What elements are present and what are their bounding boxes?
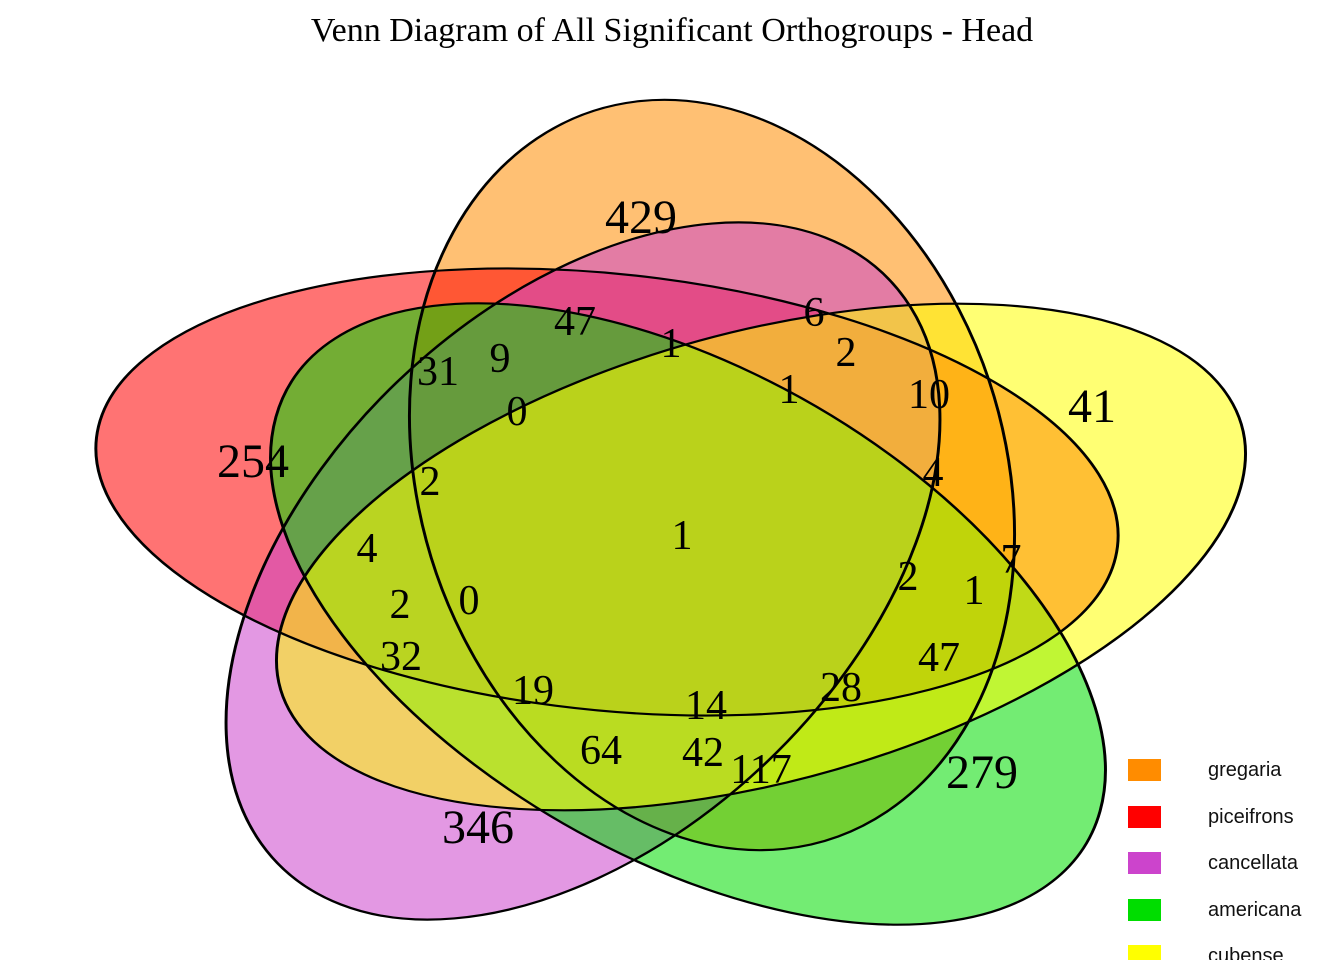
region-count: 10: [908, 372, 950, 418]
chart-title: Venn Diagram of All Significant Orthogro…: [310, 12, 1034, 49]
region-count-all-five: 1: [671, 513, 693, 559]
legend-swatch-gregaria: [1128, 759, 1161, 781]
outline-americana: [269, 302, 1107, 926]
legend-label-piceifrons: piceifrons: [1208, 806, 1294, 828]
region-count: 2: [419, 459, 441, 505]
region-count: 2: [389, 582, 411, 628]
legend-label-gregaria: gregaria: [1208, 759, 1282, 781]
venn-outlines: [94, 98, 1247, 926]
region-count: 42: [682, 730, 724, 776]
region-count: 1: [963, 568, 985, 614]
region-count: 47: [918, 635, 960, 681]
legend-swatch-americana: [1128, 899, 1161, 921]
outline-cubense: [275, 302, 1247, 812]
region-count-piceifrons-only: 254: [217, 435, 289, 488]
region-count: 14: [685, 683, 727, 729]
outline-gregaria: [407, 98, 1017, 852]
region-count: 9: [489, 336, 511, 382]
legend-label-americana: americana: [1208, 899, 1302, 921]
region-count: 4: [922, 450, 944, 496]
region-count: 2: [897, 554, 919, 600]
region-count: 0: [506, 389, 528, 435]
region-count: 1: [660, 321, 682, 367]
region-count: 64: [580, 728, 622, 774]
region-count: 2: [835, 330, 857, 376]
outline-cancellata: [224, 221, 942, 921]
legend-swatch-cancellata: [1128, 852, 1161, 874]
region-count-cancellata-only: 346: [442, 801, 514, 854]
region-count: 19: [512, 668, 554, 714]
region-count-gregaria-only: 429: [605, 191, 677, 244]
outline-piceifrons: [94, 267, 1120, 717]
legend-label-cubense: cubense: [1208, 945, 1284, 960]
region-count: 4: [356, 526, 378, 572]
region-count-americana-only: 279: [946, 746, 1018, 799]
region-count: 1: [778, 367, 800, 413]
region-count-cubense-only: 41: [1068, 380, 1116, 433]
legend-item-americana: americana: [1128, 899, 1301, 921]
legend-item-gregaria: gregaria: [1128, 759, 1281, 781]
region-count: 32: [380, 634, 422, 680]
region-count: 28: [820, 665, 862, 711]
region-count: 6: [803, 290, 825, 336]
region-count: 117: [730, 747, 792, 793]
region-count: 7: [1000, 537, 1022, 583]
region-count: 47: [554, 299, 596, 345]
legend-label-cancellata: cancellata: [1208, 852, 1299, 874]
legend-item-cubense: cubense: [1128, 945, 1284, 960]
region-count: 0: [458, 578, 480, 624]
venn-fills: [95, 99, 1246, 925]
legend-swatch-cubense: [1128, 945, 1161, 960]
legend-item-cancellata: cancellata: [1128, 852, 1298, 874]
legend-swatch-piceifrons: [1128, 806, 1161, 828]
region-count: 31: [417, 349, 459, 395]
legend-item-piceifrons: piceifrons: [1128, 806, 1294, 828]
